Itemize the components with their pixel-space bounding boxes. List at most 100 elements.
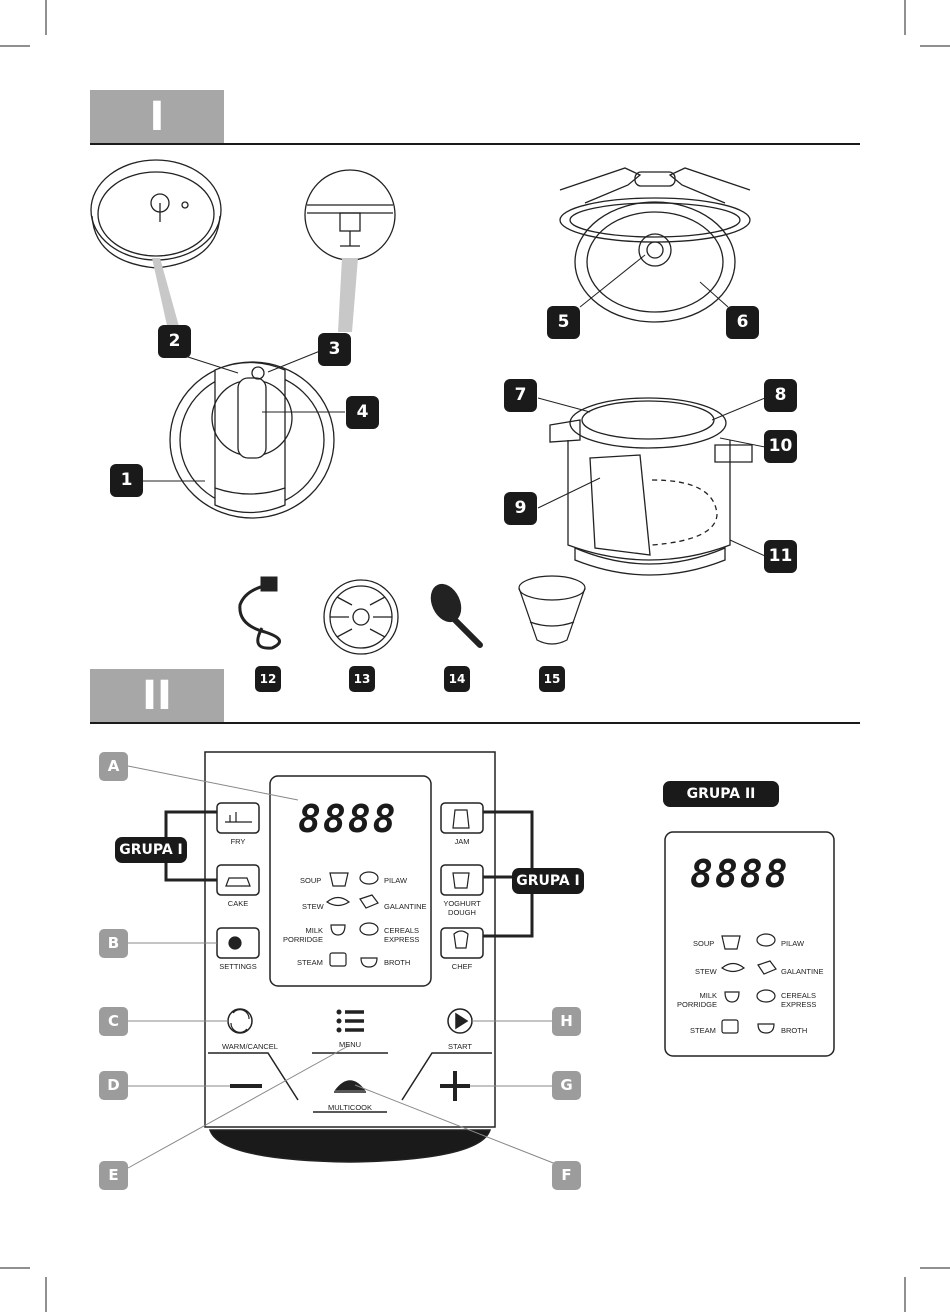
section-header-ii: II [90,669,224,723]
part-badge-10: 10 [764,430,797,463]
cereals-express-icon [359,922,379,936]
part-badge-15: 15 [539,666,565,692]
leader-2 [187,356,239,374]
panel-leaders [127,765,567,1169]
grupa-ii-program-galantine: GALANTINE [781,967,824,976]
panel-letter-d: D [99,1071,128,1100]
part-badge-1: 1 [110,464,143,497]
cake-icon [225,877,251,887]
grupa-ii-galantine-icon [757,960,777,975]
cake-button-label: CAKE [227,899,249,908]
callout-wedge-3 [338,258,358,332]
program-milk-porridge: MILK PORRIDGE [283,926,324,944]
cooker-body-drawing [549,397,753,576]
part-badge-2: 2 [158,325,191,358]
steam-icon [329,952,347,967]
part-badge-5: 5 [547,306,580,339]
grupa-i-left-label: GRUPA I [115,837,187,863]
callout-wedge-2 [152,258,180,330]
section-header-i: I [90,90,224,144]
fry-button-label: FRY [230,837,246,846]
program-galantine: GALANTINE [384,902,427,911]
program-pilaw: PILAW [384,876,408,885]
section-rule-i [90,143,860,145]
leader-6 [699,281,729,308]
panel-letter-a: A [99,752,128,781]
grupa-ii-cereals-express-icon [756,989,776,1003]
settings-icon [228,936,242,950]
soup-icon [329,872,349,887]
grupa-ii-program-pilaw: PILAW [781,939,805,948]
grupa-ii-pilaw-icon [756,933,776,947]
grupa-ii-label: GRUPA II [663,781,779,807]
warm-cancel-button-label: WARM/CANCEL [222,1042,278,1051]
part-badge-6: 6 [726,306,759,339]
grupa-ii-soup-icon [721,935,741,950]
grupa-i-right-label: GRUPA I [512,868,584,894]
chef-button-label: CHEF [451,962,473,971]
part-badge-13: 13 [349,666,375,692]
panel-letter-c: C [99,1007,128,1036]
leader-5 [579,254,646,308]
measuring-cup-drawing [518,575,586,645]
menu-button-label: MENU [338,1040,362,1049]
yoghurt-icon [452,872,470,889]
grupa-ii-program-milk-porridge: MILK PORRIDGE [676,991,717,1009]
panel-letter-b: B [99,929,128,958]
grupa-ii-steam-icon [721,1019,739,1034]
galantine-icon [359,894,379,909]
grupa-ii-milk-porridge-icon [724,991,740,1003]
program-cereals-express: CEREALS EXPRESS [384,926,420,944]
fry-icon [225,812,252,823]
part-badge-11: 11 [764,540,797,573]
program-broth: BROTH [384,958,411,967]
program-soup: SOUP [300,876,322,885]
panel-letter-f: F [552,1161,581,1190]
steam-rack-drawing [323,579,399,655]
grupa-ii-stew-icon [720,962,746,973]
part-badge-3: 3 [318,333,351,366]
panel-letter-e: E [99,1161,128,1190]
control-panel-drawing [164,751,534,1163]
leader-7 [537,397,591,413]
part-badge-7: 7 [504,379,537,412]
grupa-ii-program-stew: STEW [695,967,717,976]
grupa-ii-program-steam: STEAM [690,1026,716,1035]
part-badge-9: 9 [504,492,537,525]
part-badge-4: 4 [346,396,379,429]
settings-button-label: SETTINGS [219,962,257,971]
yoghurt-button-label: YOGHURT DOUGH [443,899,481,917]
chef-icon [453,930,469,949]
grupa-ii-broth-icon [757,1023,775,1034]
panel-letter-g: G [552,1071,581,1100]
leader-11 [729,539,766,557]
panel-display-digits: 8888 [298,797,398,841]
grupa-ii-display-frame [664,831,835,1057]
grupa-ii-program-soup: SOUP [693,939,715,948]
leader-8 [711,397,766,421]
leader-9 [537,477,601,509]
part-badge-12: 12 [255,666,281,692]
leader-3 [267,350,321,373]
program-steam: STEAM [297,958,323,967]
spoon-drawing [430,583,483,648]
broth-icon [360,957,378,968]
inner-lid-drawing [559,167,751,323]
grupa-ii-program-broth: BROTH [781,1026,808,1035]
grupa-ii-display-digits: 8888 [690,852,790,896]
multicook-button-label: MULTICOOK [327,1103,373,1112]
milk-porridge-icon [330,924,346,936]
section-rule-ii [90,722,860,724]
leader-10 [719,437,766,448]
jam-icon [452,809,470,829]
panel-letter-h: H [552,1007,581,1036]
program-stew: STEW [302,902,324,911]
pilaw-icon [359,871,379,885]
power-cord-drawing [238,576,281,650]
part-badge-14: 14 [444,666,470,692]
part-badge-8: 8 [764,379,797,412]
jam-button-label: JAM [454,837,470,846]
stew-icon [325,896,351,907]
